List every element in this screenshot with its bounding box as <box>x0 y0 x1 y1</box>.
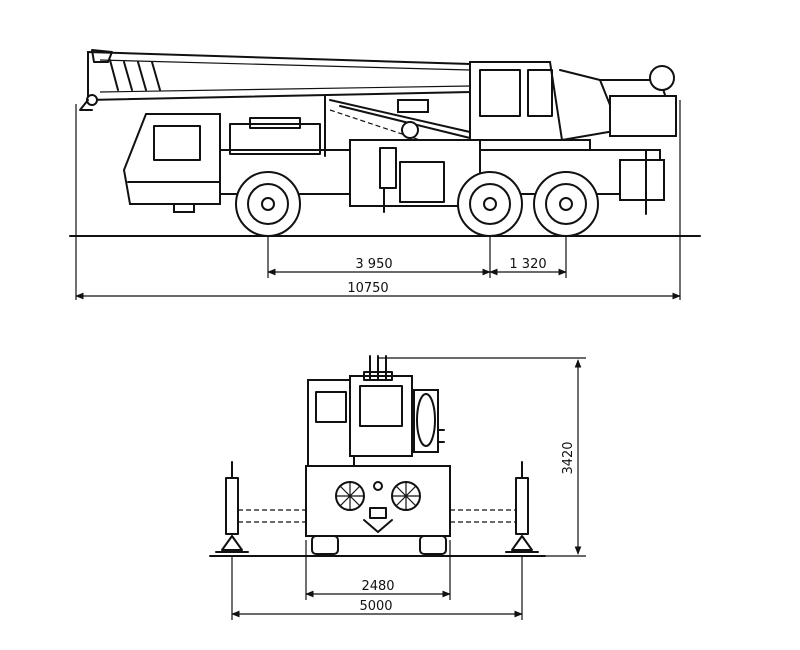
rear-view-left-wheel <box>311 535 339 555</box>
dimension-wheelbase-front: 3 950 <box>267 257 491 276</box>
dimension-label-1320: 1 320 <box>509 257 546 272</box>
dimension-label-5000: 5000 <box>359 599 392 614</box>
dimension-label-10750: 10750 <box>347 281 388 296</box>
rear-superstructure <box>307 355 445 467</box>
rear-wheel-2 <box>533 171 599 237</box>
dimension-label-3950: 3 950 <box>355 257 392 272</box>
side-view: 3 950 1 320 10750 <box>69 49 701 300</box>
rear-view-right-wheel <box>419 535 447 555</box>
dimension-wheelbase-rear: 1 320 <box>489 257 567 276</box>
luffing-cylinder <box>329 99 471 141</box>
dimension-label-2480: 2480 <box>361 579 394 594</box>
rear-view: 3420 2480 5000 <box>209 355 586 620</box>
dimension-label-3420: 3420 <box>561 441 576 474</box>
driver-cab <box>122 113 221 213</box>
dimension-overall-length: 10750 <box>75 281 681 300</box>
telescopic-boom <box>79 49 471 111</box>
dimension-height: 3420 <box>378 357 586 557</box>
crane-cab <box>469 61 677 155</box>
left-outrigger <box>215 461 306 553</box>
rear-wheel-1 <box>457 171 523 237</box>
dimension-outrigger-span: 5000 <box>231 556 523 620</box>
rear-carrier-body <box>305 465 451 537</box>
right-outrigger <box>450 461 539 553</box>
dimension-track-width: 2480 <box>305 540 451 600</box>
front-wheel <box>235 171 301 237</box>
